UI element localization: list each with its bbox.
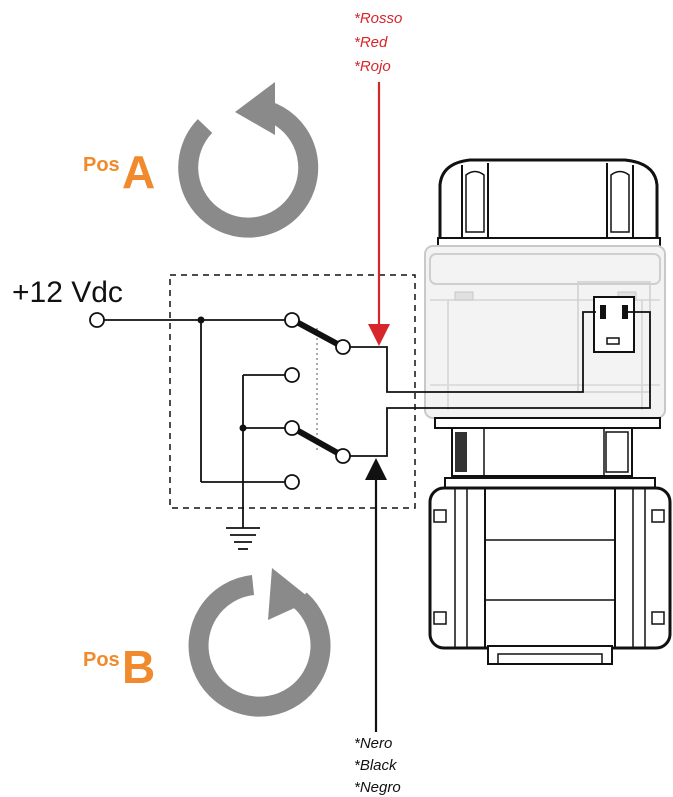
switch-contact — [284, 474, 300, 490]
switch-blade-lower — [290, 425, 346, 459]
pos-b-prefix: Pos — [83, 649, 120, 671]
switch-contact — [284, 420, 300, 436]
circuit-wiring — [104, 311, 651, 528]
pos-a-prefix: Pos — [83, 154, 120, 176]
black-wire-label-es: *Negro — [354, 779, 401, 796]
junction-dot — [197, 316, 205, 324]
switch-contact — [335, 339, 351, 355]
switch-box — [169, 274, 416, 509]
black-wire-label-it: *Nero — [354, 735, 392, 752]
switch-contact — [335, 448, 351, 464]
switch-contact — [284, 367, 300, 383]
junction-dot — [239, 424, 247, 432]
black-wire-label-en: *Black — [354, 757, 398, 774]
valve-actuator-icon — [424, 158, 672, 665]
red-wire-label-es: *Rojo — [354, 58, 391, 75]
ground-icon — [226, 527, 260, 550]
red-wire-label-it: *Rosso — [354, 10, 402, 27]
red-wire-label-en: *Red — [354, 34, 388, 51]
supply-voltage-label: +12 Vdc — [12, 276, 123, 309]
rotate-ccw-arrow-icon — [178, 82, 319, 238]
pos-a-letter: A — [122, 146, 155, 198]
switch-contact — [284, 312, 300, 328]
supply-terminal — [89, 312, 105, 328]
pos-b-letter: B — [122, 641, 155, 693]
switch-blade-upper — [290, 317, 346, 350]
rotate-cw-arrow-icon — [188, 568, 331, 717]
